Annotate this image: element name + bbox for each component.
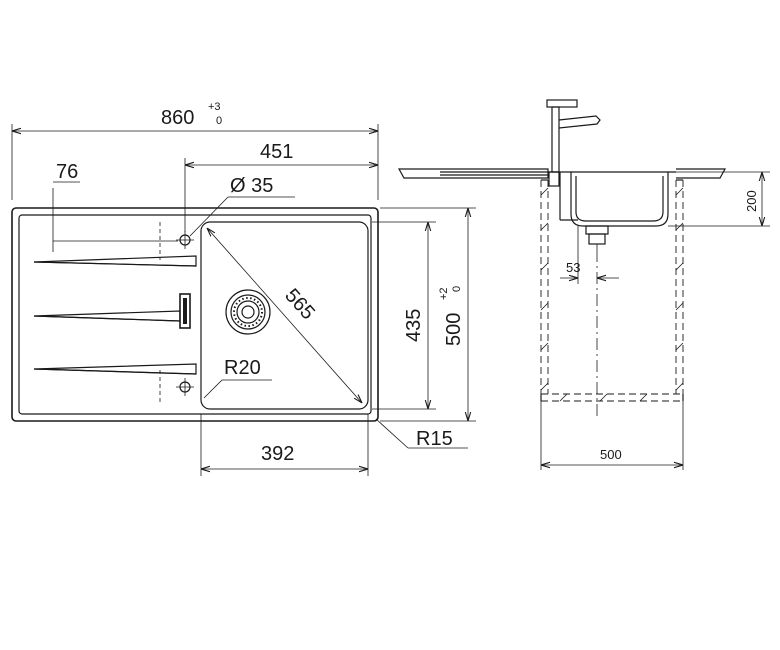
worktop [397, 168, 549, 179]
dim-bowl-diagonal: 565 [280, 285, 319, 325]
tap-hole-bottom [176, 378, 194, 396]
dim-outer-radius: R15 [416, 428, 453, 450]
dim-overall-width-tol-lower: 0 [216, 115, 222, 127]
tap [546, 99, 601, 187]
dim-cabinet-width: 500 [600, 447, 622, 462]
sink-inner-rim [18, 214, 372, 415]
dim-bowl-offset-width: 451 [260, 141, 293, 163]
dim-bowl-depth-length: 435 [403, 309, 425, 342]
dim-tap-hole-diameter: Ø 35 [230, 175, 273, 197]
dim-bowl-width: 392 [261, 443, 294, 465]
dim-drain-offset: 53 [566, 260, 580, 275]
dim-overall-depth: 500 [443, 313, 465, 346]
bowl-diagonal-line [207, 228, 362, 403]
sink-top-view [11, 207, 379, 422]
overflow-slot [179, 293, 191, 329]
sink-side-view [397, 99, 727, 420]
dim-bowl-height: 200 [744, 190, 759, 212]
dim-overall-width: 860 [161, 107, 194, 129]
dim-overall-depth-tol-upper: +2 [438, 287, 450, 300]
dim-overall-width-tol-upper: +3 [208, 101, 221, 113]
cabinet-hatching [540, 187, 684, 402]
dim-overall-depth-tol-lower: 0 [451, 286, 463, 292]
dim-inner-radius: R20 [224, 357, 261, 379]
sink-bowl [200, 221, 369, 410]
dim-drainer-offset: 76 [56, 161, 78, 183]
drain-waste [225, 289, 271, 335]
sink-outer-frame [11, 207, 379, 422]
tap-hole-top [176, 231, 194, 249]
bowl-side [570, 172, 669, 227]
waste-pipe [585, 225, 609, 250]
drainer-grooves [33, 255, 197, 375]
